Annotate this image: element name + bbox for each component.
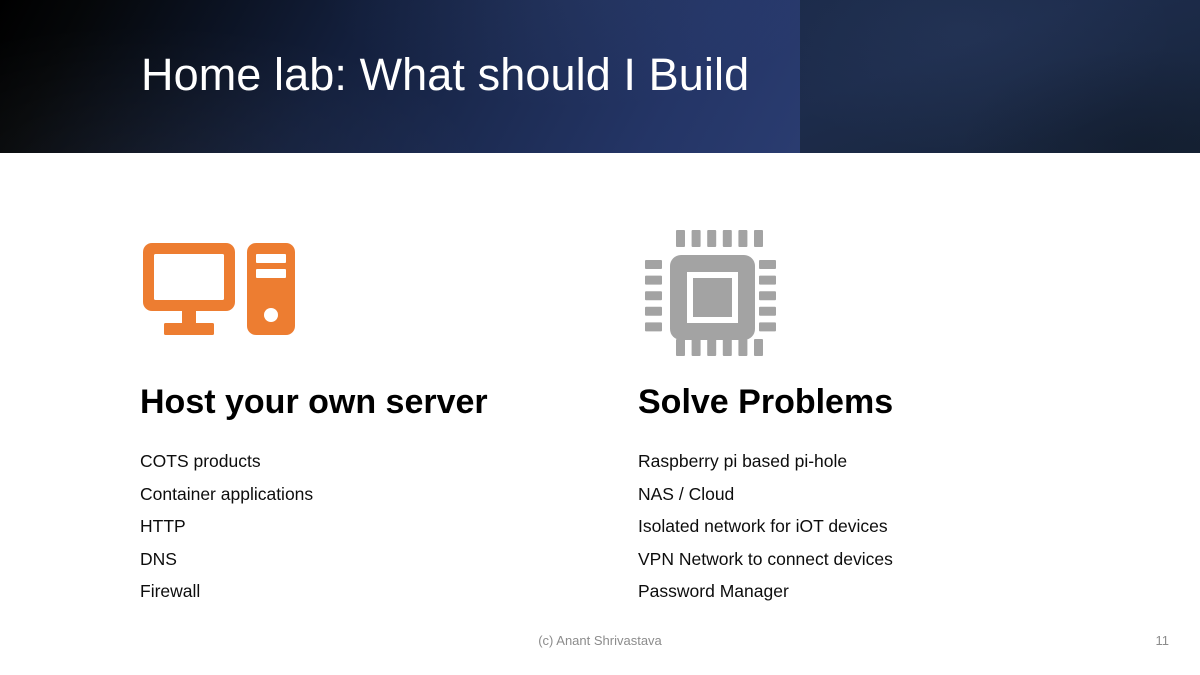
column-heading-right: Solve Problems [638, 383, 894, 421]
list-item: Container applications [140, 483, 314, 504]
cpu-chip-icon [645, 230, 776, 356]
list-item: DNS [140, 548, 177, 569]
list-item: NAS / Cloud [638, 483, 735, 504]
slide-header-band [0, 0, 1200, 153]
slide-page-number: 11 [1155, 633, 1170, 648]
content-column-solve-problems: Solve Problems Raspberry pi based pi-hol… [638, 230, 1068, 608]
slide-title: Home lab: What should I Build [141, 49, 750, 100]
bullet-list-left: COTS products Container applications HTT… [140, 445, 570, 608]
bullet-list-right: Raspberry pi based pi-hole NAS / Cloud I… [638, 445, 1068, 608]
list-item: Firewall [140, 581, 201, 601]
list-item: COTS products [140, 451, 261, 471]
list-item: HTTP [140, 516, 186, 536]
list-item: Raspberry pi based pi-hole [638, 451, 848, 471]
footer-credit: (c) Anant Shrivastava [538, 633, 662, 648]
list-item: Password Manager [638, 581, 789, 601]
icon-slot-right [638, 230, 1068, 356]
column-heading-left: Host your own server [140, 383, 488, 421]
header-gradient-panel-left [0, 0, 800, 153]
content-column-host-your-own-server: Host your own server COTS products Conta… [140, 230, 570, 608]
icon-slot-left [140, 230, 570, 348]
list-item: VPN Network to connect devices [638, 548, 893, 569]
list-item: Isolated network for iOT devices [638, 516, 888, 536]
header-gradient-panel-right [800, 0, 1200, 153]
desktop-computer-icon [143, 243, 295, 335]
